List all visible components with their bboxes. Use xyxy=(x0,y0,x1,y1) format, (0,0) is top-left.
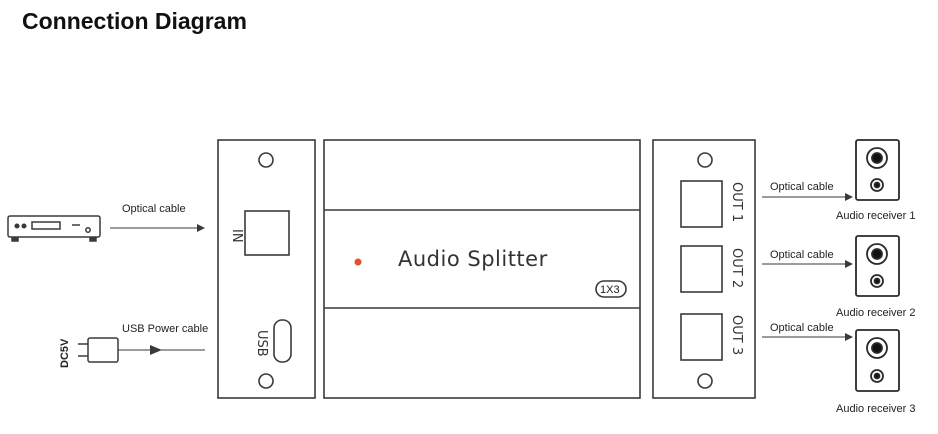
speaker-icon xyxy=(855,329,900,392)
output-port-label-1: OUT 1 xyxy=(729,182,744,222)
output-port-label-2: OUT 2 xyxy=(729,248,744,288)
speaker-icon xyxy=(855,235,900,297)
diagram-title: Connection Diagram xyxy=(22,8,247,34)
source-cable-label: Optical cable xyxy=(122,203,186,215)
power-cable-label: USB Power cable xyxy=(122,323,208,335)
output-panel xyxy=(652,139,756,399)
status-led-icon xyxy=(354,258,362,266)
power-arrow-icon xyxy=(150,345,162,355)
receiver-label-2: Audio receiver 2 xyxy=(836,307,916,319)
output-cable-label-1: Optical cable xyxy=(770,181,834,193)
output-port-label-3: OUT 3 xyxy=(729,315,744,355)
source-player-icon xyxy=(7,215,101,242)
power-plug-label: DC5V xyxy=(59,338,71,368)
model-badge: 1X3 xyxy=(600,284,620,296)
output-cable-label-3: Optical cable xyxy=(770,322,834,334)
receiver-label-3: Audio receiver 3 xyxy=(836,403,916,415)
receiver-label-1: Audio receiver 1 xyxy=(836,210,916,222)
input-port-label: IN xyxy=(229,229,244,243)
usb-port-label: USB xyxy=(254,330,269,357)
splitter-body xyxy=(323,139,641,399)
device-name: Audio Splitter xyxy=(398,247,548,271)
power-plug-icon xyxy=(78,337,119,363)
output-cable-label-2: Optical cable xyxy=(770,249,834,261)
input-panel xyxy=(217,139,316,399)
speaker-icon xyxy=(855,139,900,201)
